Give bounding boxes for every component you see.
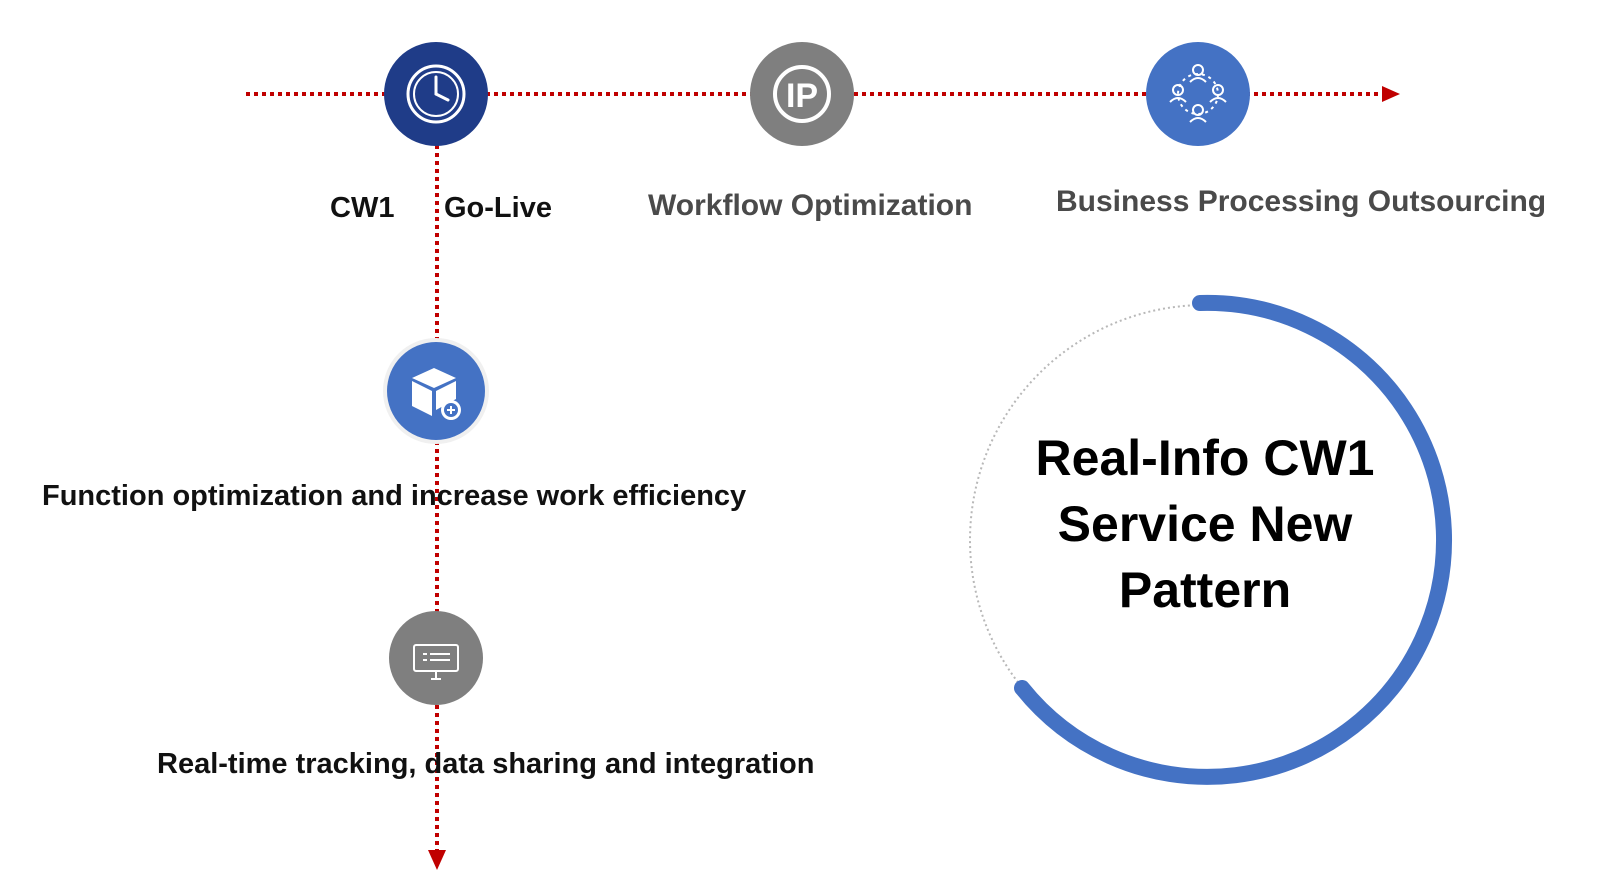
milestone-business-processing-outsourcing	[1146, 42, 1250, 146]
center-title-line-2: Service New	[1057, 496, 1353, 552]
milestone-label-business-processing-outsourcing: Business Processing Outsourcing	[1056, 185, 1547, 218]
item-function-optimization	[383, 338, 489, 444]
center-title-line-1: Real-Info CW1	[1035, 430, 1375, 486]
progress-arc	[1014, 294, 1453, 785]
box-add-icon	[412, 368, 461, 420]
item-real-time-tracking	[389, 611, 483, 705]
milestone-label-workflow-optimization: Workflow Optimization	[648, 189, 973, 222]
vertical-arrow-head	[428, 850, 446, 870]
center-title: Real-Info CW1 Service New Pattern	[1010, 425, 1400, 623]
ip-icon: IP	[773, 65, 831, 123]
clock-icon	[406, 64, 466, 124]
center-title-line-3: Pattern	[1118, 562, 1292, 618]
center-ring	[969, 294, 1453, 785]
item-label-real-time-tracking: Real-time tracking, data sharing and int…	[157, 748, 815, 780]
milestone-workflow-optimization: IP	[750, 42, 854, 146]
svg-text:IP: IP	[786, 77, 818, 115]
monitor-icon	[413, 644, 459, 680]
horizontal-arrow-head	[1382, 86, 1400, 102]
people-network-icon	[1169, 64, 1227, 123]
milestone-label-go-live: Go-Live	[444, 192, 552, 224]
milestone-label-cw1: CW1	[330, 192, 395, 224]
item-label-function-optimization: Function optimization and increase work …	[42, 480, 747, 512]
milestone-cw1-go-live	[384, 42, 488, 146]
